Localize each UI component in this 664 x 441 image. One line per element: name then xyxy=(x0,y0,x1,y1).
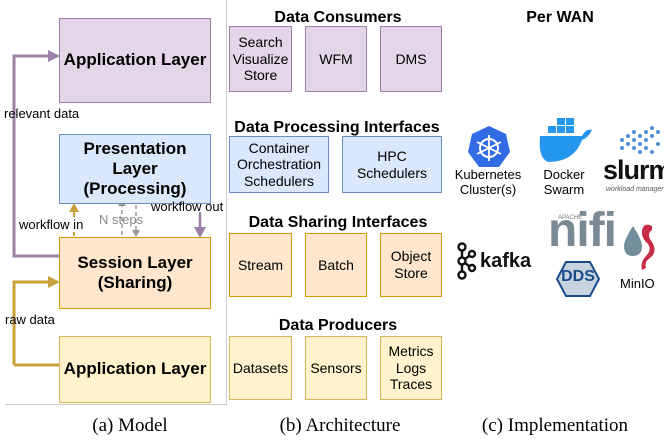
producer-datasets: Datasets xyxy=(229,336,292,400)
sharing-stream-label: Stream xyxy=(237,256,284,273)
application-layer-top-label: Application Layer xyxy=(63,50,207,70)
consumer-search: Search Visualize Store xyxy=(229,26,292,92)
kubernetes-label: Kubernetes Cluster(s) xyxy=(454,167,522,197)
producer-sensors: Sensors xyxy=(305,336,367,400)
processing-hpc: HPC Schedulers xyxy=(342,136,442,193)
consumers-title: Data Consumers xyxy=(274,9,402,26)
slurm-logo-text: slurm xyxy=(603,155,664,185)
consumer-dms-label: DMS xyxy=(395,50,427,67)
raw-data-label: raw data xyxy=(5,312,55,327)
sharing-object-store: Object Store xyxy=(380,233,442,297)
processing-container: Container Orchestration Schedulers xyxy=(229,136,329,193)
processing-title: Data Processing Interfaces xyxy=(234,119,440,136)
caption-model: (a) Model xyxy=(92,415,168,436)
sharing-batch: Batch xyxy=(305,233,367,297)
producer-datasets-label: Datasets xyxy=(232,359,289,376)
per-wan-title: Per WAN xyxy=(526,9,594,26)
application-layer-bottom-label: Application Layer xyxy=(63,359,207,379)
session-layer: Session Layer (Sharing) xyxy=(59,237,211,309)
workflow-out-label: workflow out xyxy=(151,199,224,214)
consumer-dms: DMS xyxy=(380,26,442,92)
sharing-title: Data Sharing Interfaces xyxy=(248,214,428,231)
dds-logo-text: DDS xyxy=(561,268,595,285)
producers-title: Data Producers xyxy=(278,317,398,334)
presentation-layer-label: Presentation Layer (Processing) xyxy=(83,138,187,199)
consumer-search-label: Search Visualize Store xyxy=(232,34,289,84)
application-layer-bottom: Application Layer xyxy=(59,336,211,403)
relevant-data-label: relevant data xyxy=(4,106,80,121)
slurm-logo-sub: workload manager xyxy=(606,186,664,193)
presentation-layer: Presentation Layer (Processing) xyxy=(59,134,211,204)
producer-metrics-label: Metrics Logs Traces xyxy=(388,343,434,393)
minio-label: MinIO xyxy=(620,276,655,291)
kafka-logo-text: kafka xyxy=(480,250,532,272)
caption-implementation: (c) Implementation xyxy=(481,415,629,436)
consumer-wfm: WFM xyxy=(305,26,367,92)
sharing-batch-label: Batch xyxy=(318,256,354,273)
sharing-object-store-label: Object Store xyxy=(390,248,432,281)
consumer-wfm-label: WFM xyxy=(319,50,353,67)
processing-hpc-label: HPC Schedulers xyxy=(356,147,428,181)
workflow-in-label: workflow in xyxy=(18,217,85,232)
model-frame xyxy=(5,0,227,405)
sharing-stream: Stream xyxy=(229,233,292,297)
producer-metrics: Metrics Logs Traces xyxy=(380,336,442,400)
nifi-logo-text: nifi xyxy=(548,204,617,257)
nifi-apache-text: APACHE xyxy=(558,215,583,221)
n-steps-label: N steps xyxy=(99,212,144,227)
caption-architecture: (b) Architecture xyxy=(279,415,401,436)
processing-container-label: Container Orchestration Schedulers xyxy=(236,139,322,189)
session-layer-label: Session Layer (Sharing) xyxy=(77,252,193,292)
producer-sensors-label: Sensors xyxy=(310,359,362,376)
application-layer-top: Application Layer xyxy=(59,18,211,103)
docker-label: Docker Swarm xyxy=(543,167,585,197)
